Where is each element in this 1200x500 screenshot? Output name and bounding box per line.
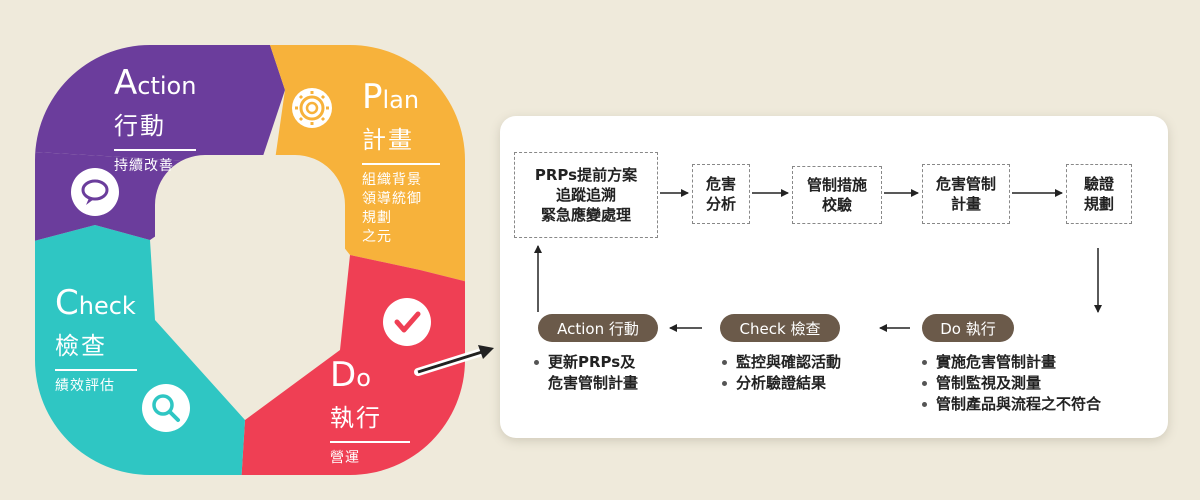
action-label-block: Action 行動 持續改善 xyxy=(114,66,196,176)
do-initial: D xyxy=(330,355,357,395)
magnifier-icon xyxy=(142,384,190,432)
do-label-block: Do 執行 營運 xyxy=(330,358,410,468)
plan-desc-4: 之元 xyxy=(362,229,392,245)
plan-label-block: Plan 計畫 組織背景 領導統御 規劃 之元 xyxy=(362,80,440,247)
check-desc: 績效評估 xyxy=(55,378,115,394)
plan-rest: lan xyxy=(382,86,420,114)
pdca-cycle xyxy=(35,45,494,475)
do-zh: 執行 xyxy=(330,404,382,432)
plan-rule xyxy=(362,163,440,165)
check-list: 監控與確認活動 分析驗證結果 xyxy=(722,352,841,394)
chat-bubble-icon xyxy=(71,168,119,216)
flow-box-control-validation: 管制措施校驗 xyxy=(792,166,882,224)
plan-initial: P xyxy=(362,77,383,117)
flow-box-hazard-control-plan: 危害管制計畫 xyxy=(922,164,1010,224)
check-label-block: Check 檢查 績效評估 xyxy=(55,286,137,396)
list-item-cont: 危害管制計畫 xyxy=(548,374,639,392)
pill-check: Check 檢查 xyxy=(720,314,840,342)
flow-panel: PRPs提前方案追蹤追溯緊急應變處理 危害分析 管制措施校驗 危害管制計畫 驗證… xyxy=(500,116,1168,438)
action-list: 更新PRPs及 危害管制計畫 xyxy=(534,352,638,394)
pill-do: Do 執行 xyxy=(922,314,1014,342)
action-rest: ction xyxy=(137,72,197,100)
do-rule xyxy=(330,441,410,443)
list-item: 分析驗證結果 xyxy=(722,373,841,394)
action-initial: A xyxy=(114,63,138,103)
list-item: 更新PRPs及 xyxy=(534,352,638,373)
do-list: 實施危害管制計畫 管制監視及測量 管制產品與流程之不符合 xyxy=(922,352,1101,415)
action-desc: 持續改善 xyxy=(114,158,174,174)
pill-action: Action 行動 xyxy=(538,314,658,342)
check-rest: heck xyxy=(78,292,136,320)
pointer-arrow xyxy=(414,345,494,376)
plan-desc-2: 領導統御 xyxy=(362,191,422,207)
check-rule xyxy=(55,369,137,371)
list-item: 監控與確認活動 xyxy=(722,352,841,373)
check-zh: 檢查 xyxy=(55,332,107,360)
action-zh: 行動 xyxy=(114,112,166,140)
do-desc: 營運 xyxy=(330,450,360,466)
flow-box-verification-planning: 驗證規劃 xyxy=(1066,164,1132,224)
plan-desc-3: 規劃 xyxy=(362,210,392,226)
action-rule xyxy=(114,149,196,151)
do-rest: o xyxy=(356,364,371,392)
check-segment xyxy=(35,225,245,475)
flow-box-hazard-analysis: 危害分析 xyxy=(692,164,750,224)
list-item: 管制產品與流程之不符合 xyxy=(922,394,1101,415)
list-item: 實施危害管制計畫 xyxy=(922,352,1101,373)
plan-desc-1: 組織背景 xyxy=(362,172,422,188)
action-segment xyxy=(35,45,285,165)
gear-icon xyxy=(292,88,332,128)
checkmark-icon xyxy=(383,298,431,346)
plan-zh: 計畫 xyxy=(362,126,414,154)
flow-box-prps: PRPs提前方案追蹤追溯緊急應變處理 xyxy=(514,152,658,238)
list-item: 管制監視及測量 xyxy=(922,373,1101,394)
check-initial: C xyxy=(55,283,79,323)
